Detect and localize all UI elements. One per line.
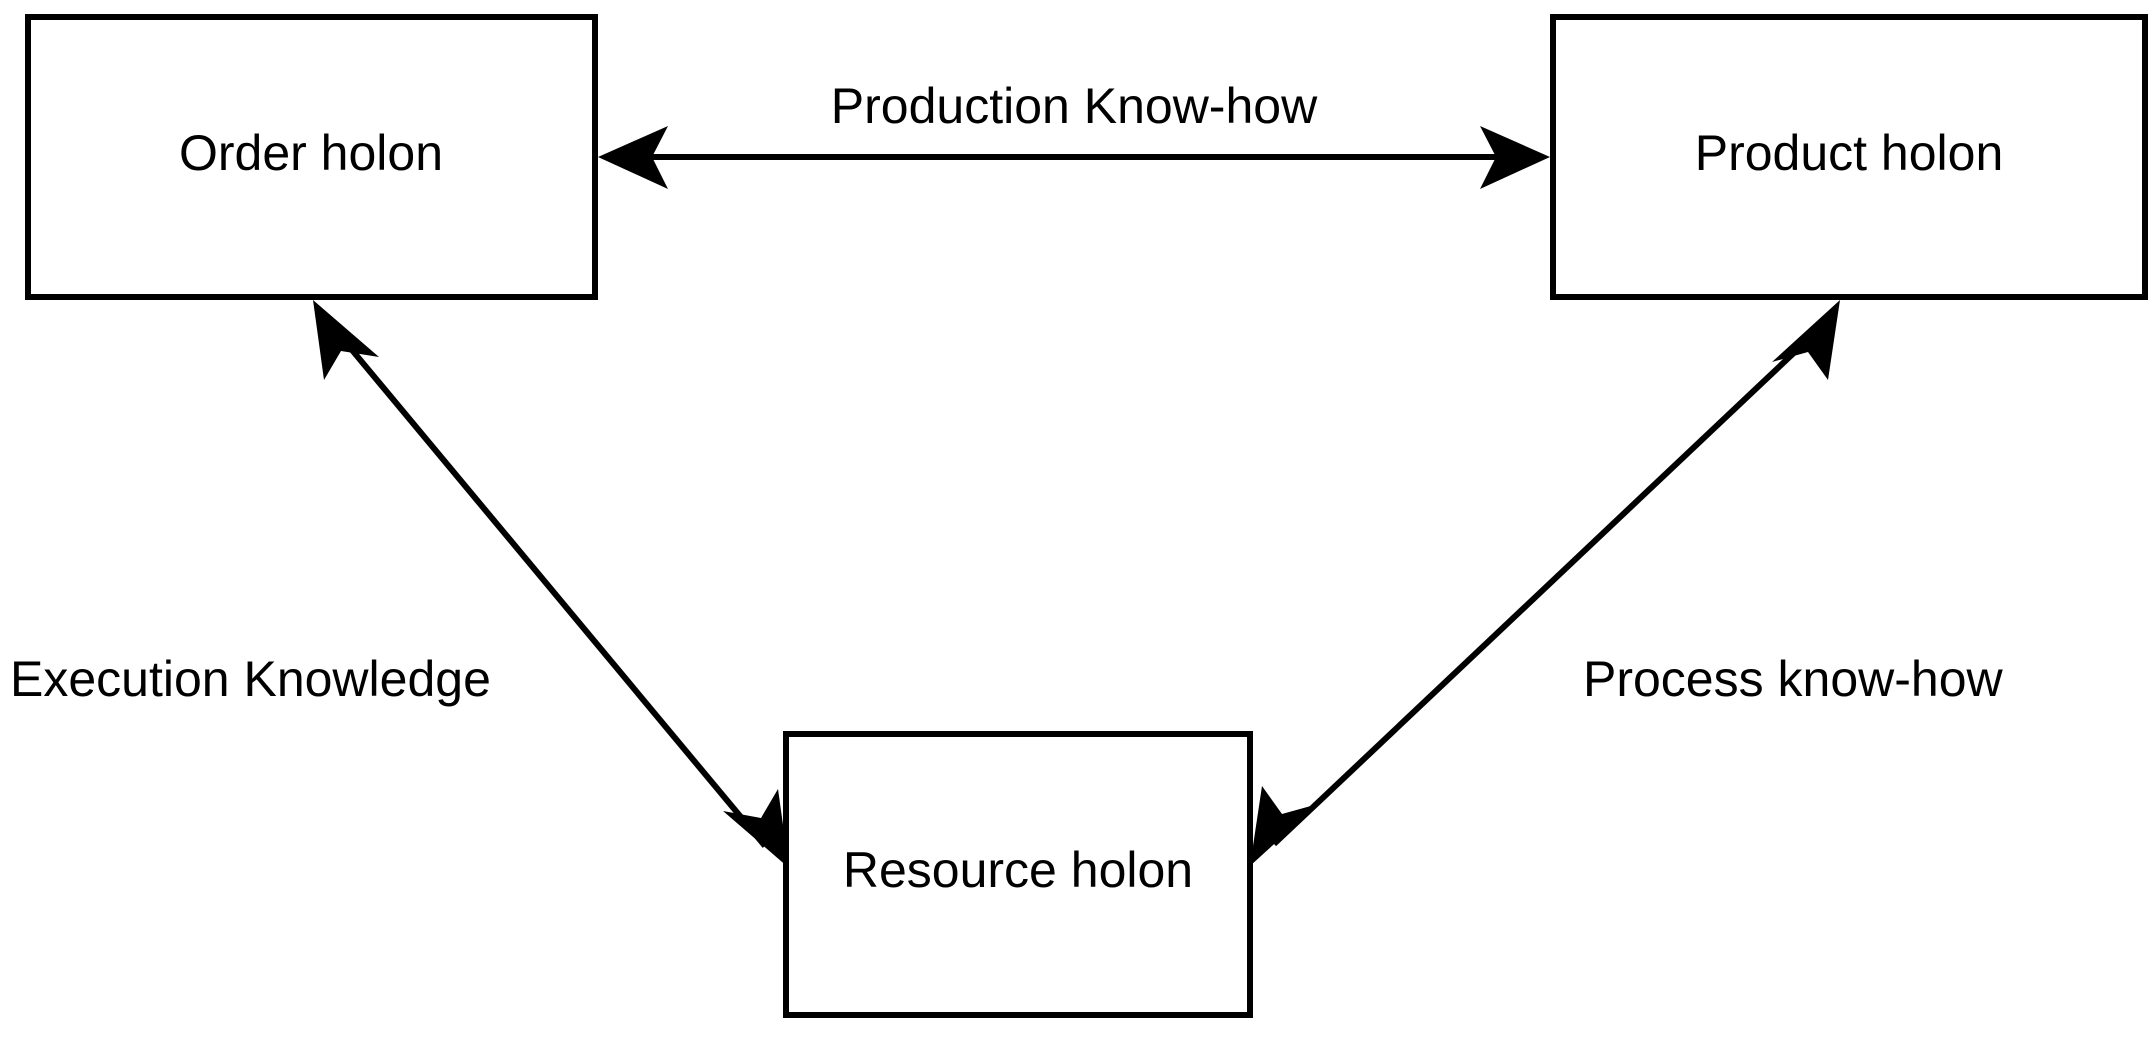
edge-label-process-know-how: Process know-how xyxy=(1583,651,2003,707)
edge-execution-knowledge xyxy=(313,300,789,868)
product-holon-label: Product holon xyxy=(1695,125,2004,181)
arrow-head-left-icon xyxy=(598,126,668,189)
edge-production-know-how xyxy=(598,126,1550,189)
node-product-holon[interactable]: Product holon xyxy=(1550,14,2148,300)
execution-knowledge-line xyxy=(334,330,768,848)
node-resource-holon[interactable]: Resource holon xyxy=(783,731,1253,1018)
edge-label-execution-knowledge: Execution Knowledge xyxy=(10,651,491,707)
arrow-head-right-icon xyxy=(1480,126,1550,189)
resource-holon-box[interactable] xyxy=(783,731,1253,1018)
process-know-how-line xyxy=(1271,329,1819,847)
order-holon-label: Order holon xyxy=(179,125,443,181)
order-holon-box[interactable] xyxy=(25,14,598,300)
node-order-holon[interactable]: Order holon xyxy=(25,14,598,300)
edge-label-production-know-how: Production Know-how xyxy=(831,78,1318,134)
arrow-head-down-right-icon xyxy=(723,789,789,868)
arrow-head-up-left-icon xyxy=(313,300,379,380)
product-holon-box[interactable] xyxy=(1550,14,2148,300)
arrow-head-down-left-icon xyxy=(1250,786,1318,866)
arrow-head-up-right-icon xyxy=(1772,300,1840,380)
resource-holon-label: Resource holon xyxy=(843,842,1193,898)
edge-process-know-how xyxy=(1250,300,1840,866)
